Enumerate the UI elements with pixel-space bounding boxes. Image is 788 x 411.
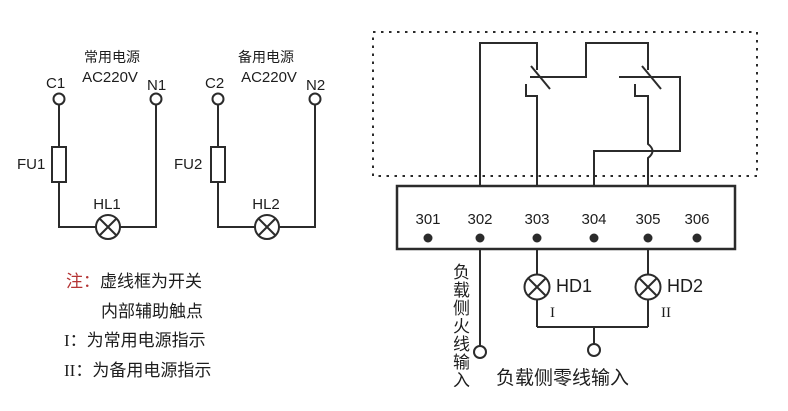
wire xyxy=(58,182,96,228)
wire xyxy=(593,76,681,186)
wire xyxy=(525,84,538,186)
circuit1-title: 常用电源 xyxy=(84,49,140,65)
switch-internal-dashed-box xyxy=(372,31,758,177)
lamp-hl2-label: HL2 xyxy=(252,196,280,213)
lamp-hd1-numeral: I xyxy=(550,305,555,321)
fuse-fu2-label: FU2 xyxy=(174,156,203,173)
note-item1-text: 为常用电源指示 xyxy=(86,331,206,350)
terminal-n2-icon xyxy=(308,92,322,106)
terminal-dot-301 xyxy=(423,233,433,243)
terminal-n1-icon xyxy=(149,92,163,106)
note-item2-text: 为备用电源指示 xyxy=(92,361,212,380)
terminal-n2-label: N2 xyxy=(306,77,326,94)
fuse-fu1-icon xyxy=(51,146,67,183)
wire xyxy=(120,105,157,228)
terminal-block xyxy=(395,184,737,251)
auxiliary-contact-1-icon xyxy=(479,42,649,186)
note-item-2: II：为备用电源指示 xyxy=(64,361,212,381)
live-input-label: 负载侧火线输入 xyxy=(450,263,469,389)
terminal-dot-305 xyxy=(643,233,653,243)
fuse-fu2-icon xyxy=(210,146,226,183)
terminal-304-label: 304 xyxy=(581,211,607,228)
terminal-dot-304 xyxy=(589,233,599,243)
terminal-303-label: 303 xyxy=(524,211,550,228)
terminal-dot-302 xyxy=(475,233,485,243)
lamp-hd2-label: HD2 xyxy=(667,276,704,296)
lamp-hl1-icon xyxy=(95,214,121,240)
circuit2-title: 备用电源 xyxy=(238,49,294,65)
load-side-wiring xyxy=(473,249,662,359)
note-prefix: 注： xyxy=(66,272,100,291)
fuse-fu1-label: FU1 xyxy=(17,156,46,173)
wire xyxy=(479,42,538,186)
live-input-terminal-icon xyxy=(473,345,487,359)
lamp-hd1-icon xyxy=(523,273,551,301)
terminal-c2-icon xyxy=(211,92,225,106)
neutral-input-terminal-icon xyxy=(587,343,601,357)
note-item1-numeral: I： xyxy=(64,331,87,350)
note-line-2: 内部辅助触点 xyxy=(101,302,203,321)
source-circuit-2 xyxy=(210,92,322,240)
terminal-301-label: 301 xyxy=(415,211,441,228)
source-circuit-1 xyxy=(51,92,163,240)
terminal-c1-icon xyxy=(52,92,66,106)
terminal-305-label: 305 xyxy=(635,211,661,228)
lamp-hd2-numeral: II xyxy=(661,305,671,321)
terminal-dot-303 xyxy=(532,233,542,243)
wire-with-jump xyxy=(634,84,654,186)
lamp-hl2-icon xyxy=(254,214,280,240)
terminal-n1-label: N1 xyxy=(147,77,167,94)
auxiliary-contact-2-icon xyxy=(593,65,681,186)
note-item2-numeral: II： xyxy=(64,361,93,380)
wire xyxy=(279,105,316,228)
circuit2-voltage: AC220V xyxy=(241,69,297,86)
neutral-input-label: 负载侧零线输入 xyxy=(496,368,630,389)
terminal-c1-label: C1 xyxy=(46,75,66,92)
lamp-hd2-icon xyxy=(634,273,662,301)
terminal-c2-label: C2 xyxy=(205,75,225,92)
terminal-306-label: 306 xyxy=(684,211,710,228)
terminal-dot-306 xyxy=(692,233,702,243)
note-line-1: 注：虚线框为开关 xyxy=(66,272,202,292)
note-line1-text: 虚线框为开关 xyxy=(100,272,202,291)
note-item-1: I：为常用电源指示 xyxy=(64,331,206,351)
wire xyxy=(530,42,649,78)
circuit1-voltage: AC220V xyxy=(82,69,138,86)
wire xyxy=(217,182,255,228)
terminal-302-label: 302 xyxy=(467,211,493,228)
lamp-hl1-label: HL1 xyxy=(93,196,121,213)
lamp-hd1-label: HD1 xyxy=(556,276,593,296)
